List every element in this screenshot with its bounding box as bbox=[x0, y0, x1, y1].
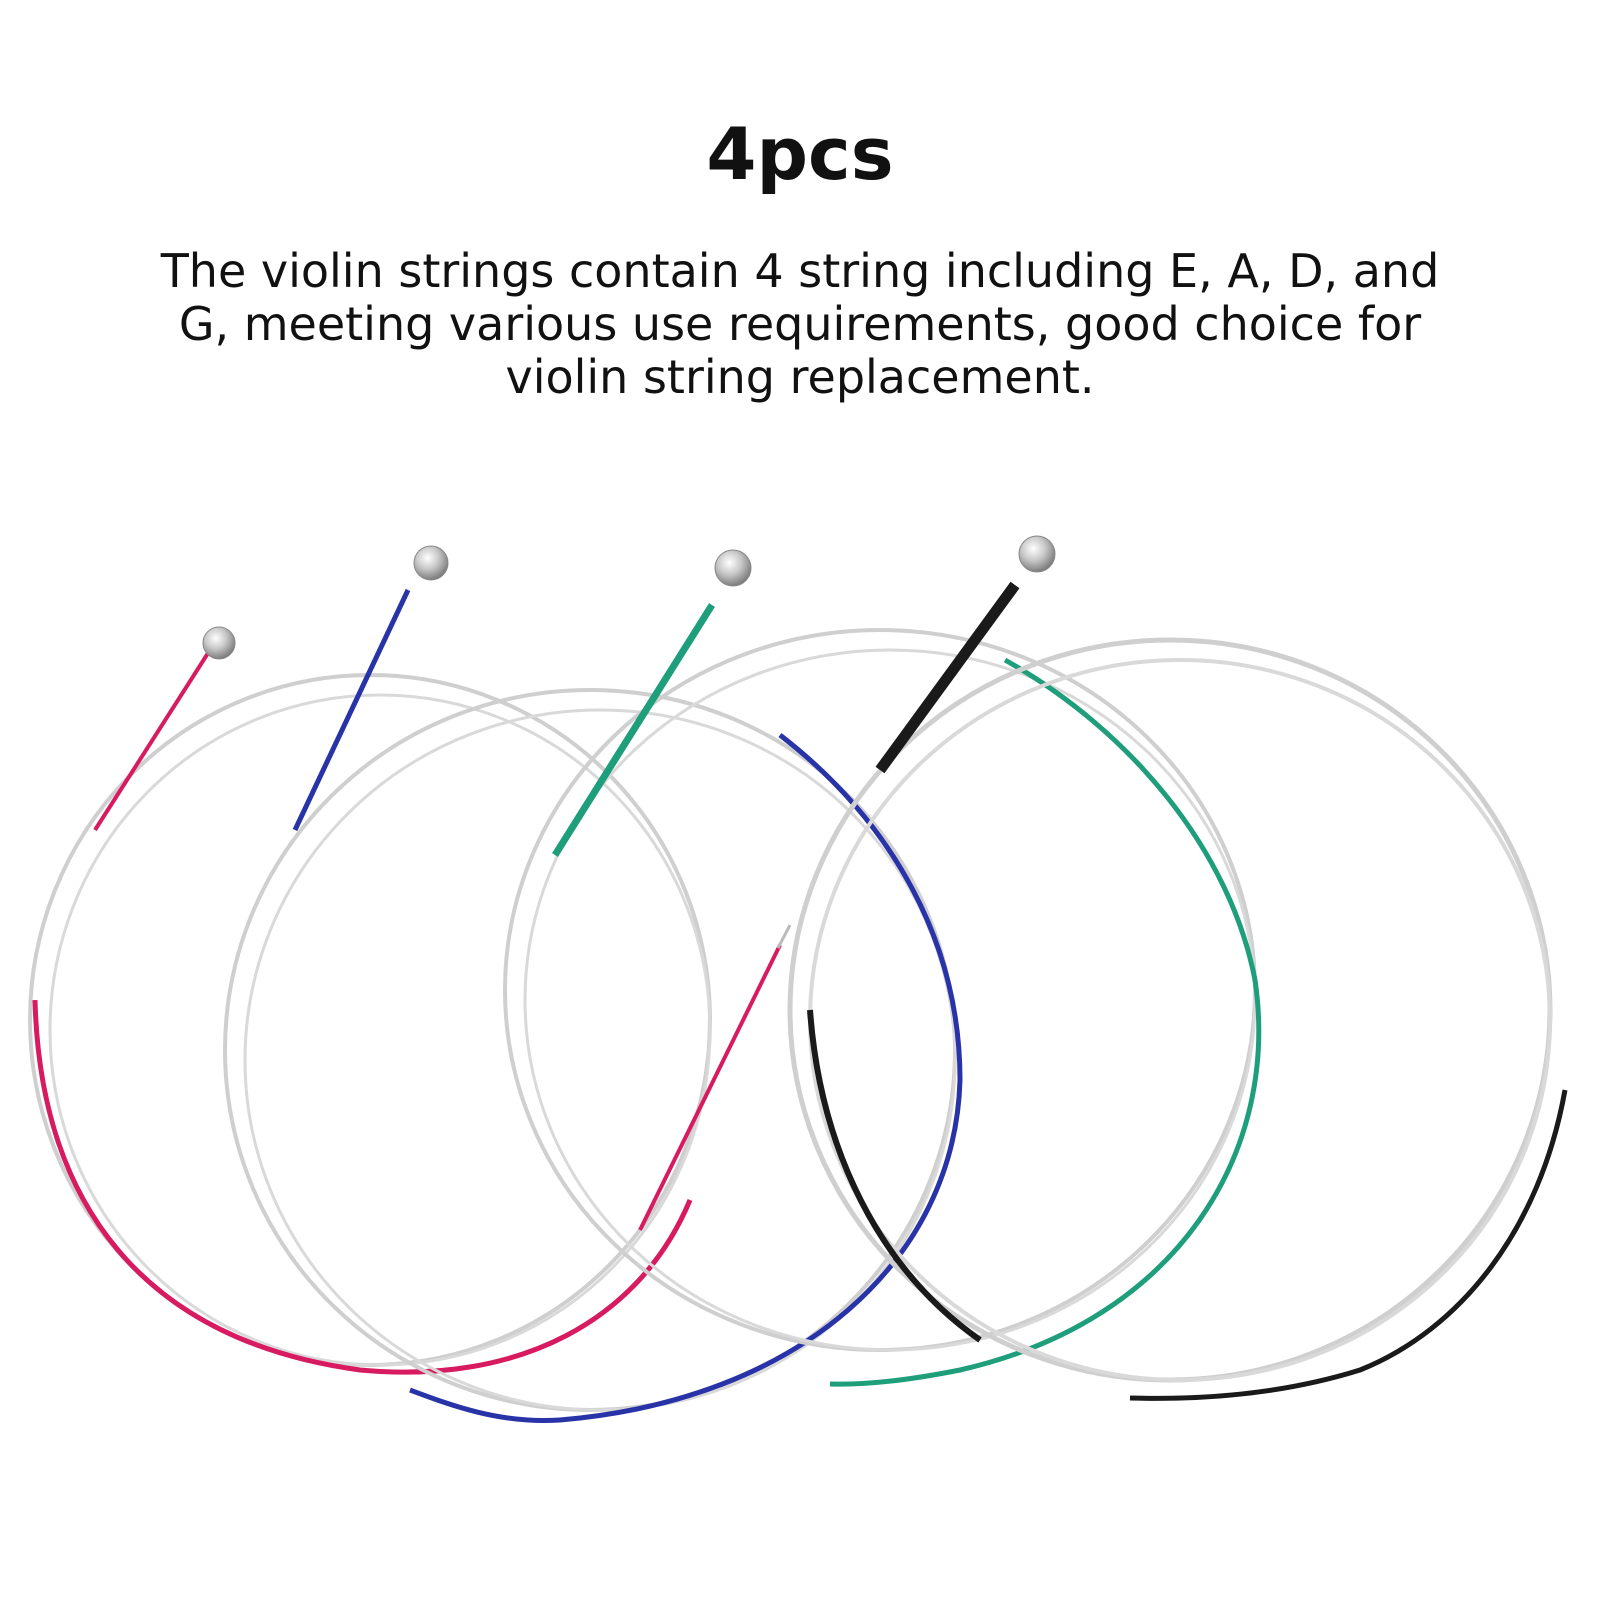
d-string-wrap bbox=[829, 657, 1262, 1387]
g-ball-end bbox=[1018, 535, 1056, 573]
d-ball-end bbox=[714, 549, 752, 587]
g-string bbox=[787, 535, 1568, 1401]
heading: 4pcs bbox=[706, 112, 894, 196]
a-ball-end bbox=[413, 545, 449, 581]
e-string-wrap bbox=[32, 999, 693, 1375]
violin-strings-photo bbox=[28, 535, 1568, 1424]
a-string-wrap bbox=[409, 733, 963, 1424]
e-ball-end bbox=[202, 626, 236, 660]
d-string bbox=[503, 549, 1262, 1387]
g-string-wrap bbox=[807, 1009, 982, 1343]
description: The violin strings contain 4 string incl… bbox=[160, 244, 1440, 404]
a-string bbox=[223, 545, 963, 1424]
